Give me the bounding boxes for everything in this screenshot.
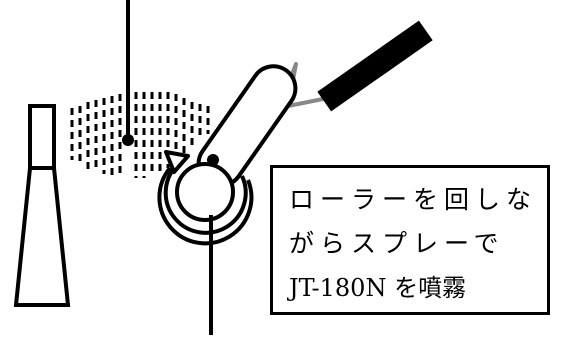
roller-axis-dot	[207, 154, 219, 166]
caption-line-3: JT-180N を噴霧	[289, 274, 467, 302]
top-leader-dot	[122, 134, 134, 146]
caption-line-1: ローラーを回しな	[289, 185, 538, 214]
roller-grip	[317, 20, 433, 112]
rotation-arrow	[157, 150, 254, 246]
spray-nozzle	[13, 104, 71, 307]
spray-mist	[70, 92, 210, 178]
caption-line-2: がらスプレーで	[289, 229, 505, 258]
caption-box: ローラーを回しな がらスプレーで JT-180N を噴霧	[270, 165, 550, 315]
